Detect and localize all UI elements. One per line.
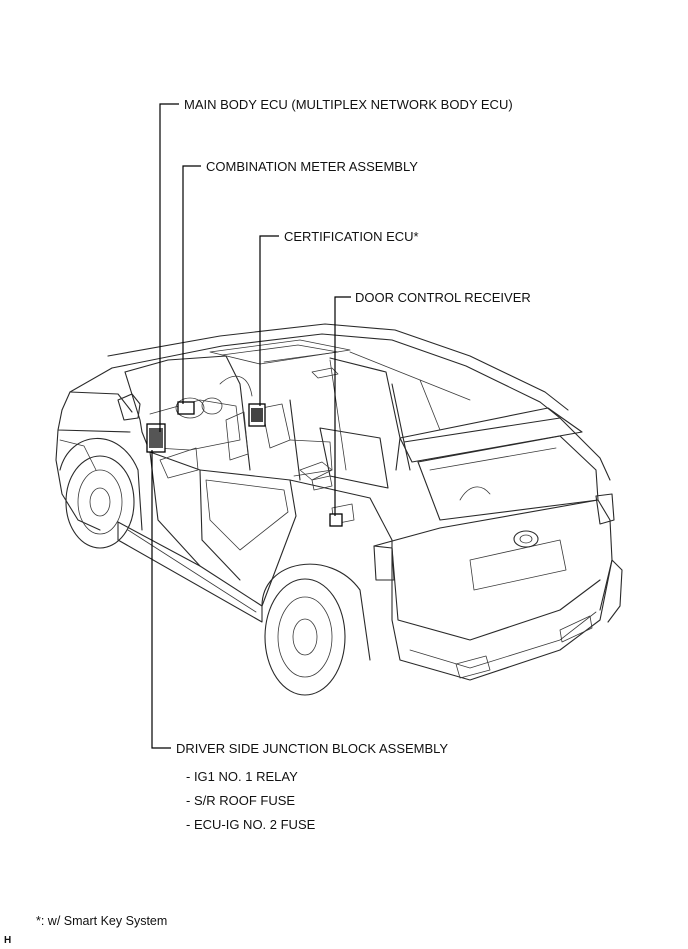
leader-door-control-receiver <box>334 296 351 516</box>
main-body-ecu-module <box>149 428 163 448</box>
label-door-control-receiver: DOOR CONTROL RECEIVER <box>355 290 531 305</box>
leader-combination-meter <box>182 165 201 404</box>
label-certification-ecu: CERTIFICATION ECU* <box>284 229 419 244</box>
label-driver-side-jb: DRIVER SIDE JUNCTION BLOCK ASSEMBLY <box>176 741 449 756</box>
door-control-receiver-module <box>329 513 343 527</box>
jb-item-ig1-relay: - IG1 NO. 1 RELAY <box>186 769 298 784</box>
component-markers <box>146 401 343 527</box>
leader-certification-ecu <box>259 235 279 406</box>
label-main-body-ecu: MAIN BODY ECU (MULTIPLEX NETWORK BODY EC… <box>184 97 513 112</box>
jb-item-sr-roof-fuse: - S/R ROOF FUSE <box>186 793 296 808</box>
leader-main-body-ecu <box>159 103 179 432</box>
label-combination-meter: COMBINATION METER ASSEMBLY <box>206 159 418 174</box>
combination-meter-module <box>177 401 195 415</box>
vehicle-body <box>55 323 623 696</box>
jb-item-ecu-ig-fuse: - ECU-IG NO. 2 FUSE <box>186 817 316 832</box>
corner-mark: H <box>4 935 12 946</box>
leader-driver-side-jb <box>151 450 171 749</box>
leader-lines <box>151 103 351 749</box>
footnote: *: w/ Smart Key System <box>36 914 168 928</box>
